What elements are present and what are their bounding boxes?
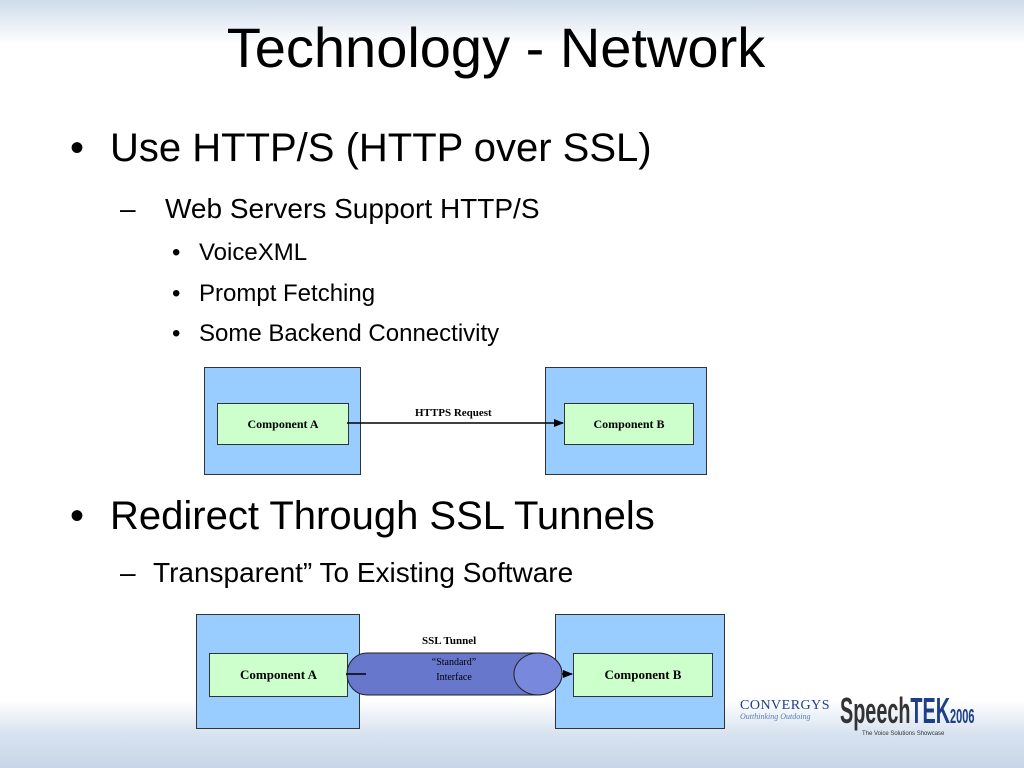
bullet-ssl-tunnels-text: Redirect Through SSL Tunnels bbox=[110, 494, 655, 538]
diagram2-tunnel-label: SSL Tunnel bbox=[422, 635, 477, 647]
diagram1-arrow-label: HTTPS Request bbox=[415, 407, 492, 419]
sub-bullet-transparent: Transparent” To Existing Software bbox=[153, 557, 574, 588]
speechtek-logo: SpeechTEK2006 bbox=[840, 690, 975, 731]
bullet-marker: • bbox=[70, 126, 85, 170]
diagram2-component-b: Component B bbox=[573, 653, 713, 697]
sub-dash-marker: – bbox=[120, 557, 136, 588]
convergys-logo: CONVERGYS Outthinking Outdoing bbox=[740, 698, 831, 721]
slide-title: Technology - Network bbox=[226, 16, 766, 79]
sub-dash-marker: – bbox=[120, 193, 136, 224]
sub-bullet-web-servers: Web Servers Support HTTP/S bbox=[165, 193, 540, 224]
diagram1-component-a: Component A bbox=[217, 403, 349, 445]
ssl-tunnel-cylinder bbox=[346, 652, 563, 696]
bullet-http-text: Use HTTP/S (HTTP over SSL) bbox=[110, 126, 652, 170]
speechtek-tagline: The Voice Solutions Showcase bbox=[862, 731, 945, 737]
diagram2-interface-line2: Interface bbox=[436, 672, 472, 683]
diagram1-component-b: Component B bbox=[564, 403, 694, 445]
bullet-marker: • bbox=[70, 494, 85, 538]
diagram2-component-a: Component A bbox=[209, 653, 348, 697]
diagram2-interface-line1: “Standard” bbox=[431, 657, 477, 668]
